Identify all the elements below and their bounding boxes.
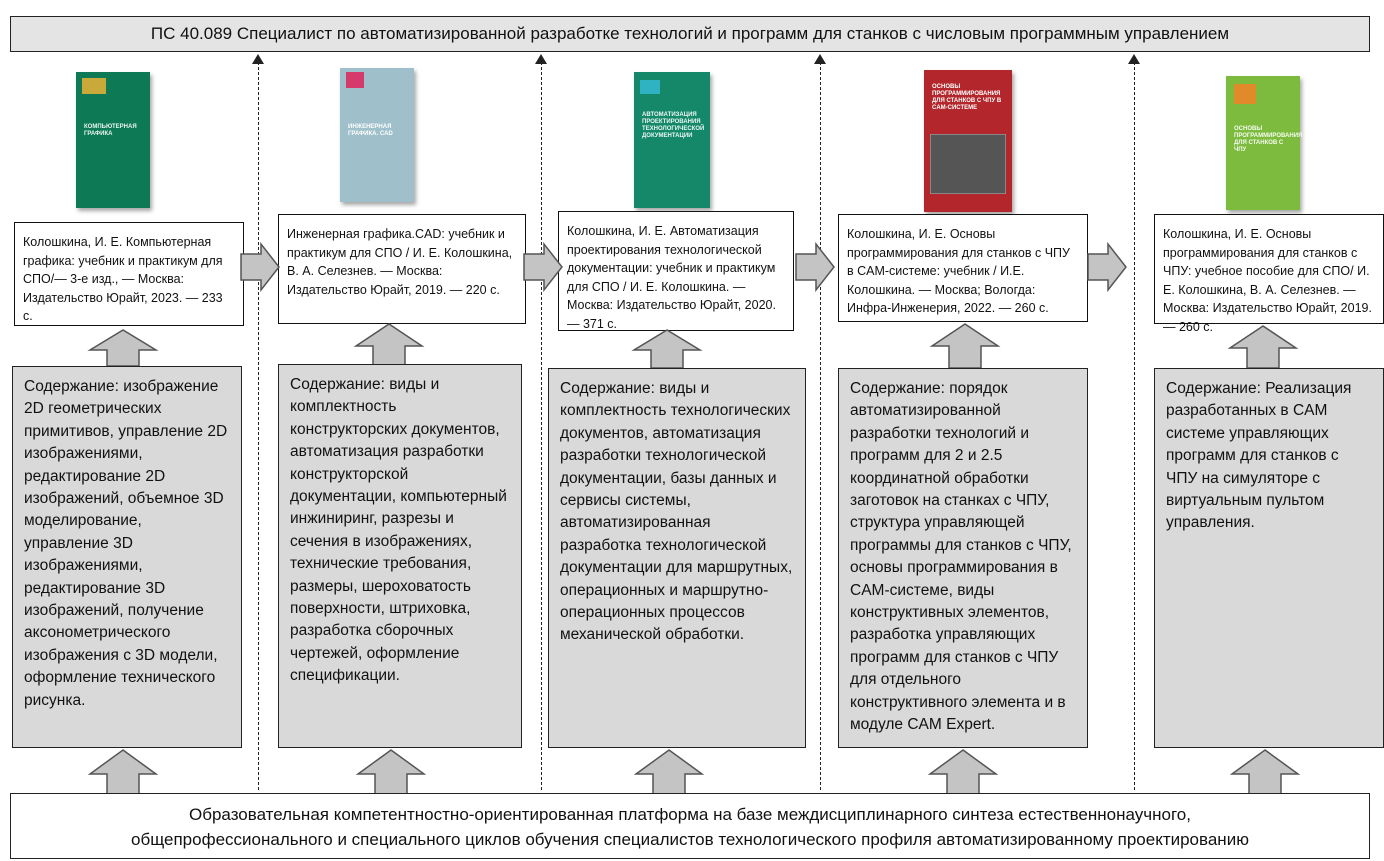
content-box-2: Содержание: виды и комплектность констру… <box>278 364 522 748</box>
content-text: Содержание: порядок автоматизированной р… <box>850 380 1072 734</box>
content-text: Содержание: виды и комплектность техноло… <box>560 380 793 644</box>
connector-arrowhead-3 <box>814 54 826 64</box>
up-arrow-content-5 <box>1227 325 1299 369</box>
citation-box-1: Колошкина, И. Е. Компьютерная графика: у… <box>14 222 244 326</box>
content-box-4: Содержание: порядок автоматизированной р… <box>838 368 1088 748</box>
book-cover-5: Основы программирования для станков с ЧП… <box>1226 76 1303 210</box>
up-arrow-platform-4 <box>927 749 999 795</box>
book-cover-accent <box>1234 84 1256 104</box>
book-cover-2: Инженерная графика. CAD <box>340 68 414 202</box>
up-arrow-content-1 <box>87 329 159 367</box>
connector-arrowhead-4 <box>1128 54 1140 64</box>
book-cover-accent <box>346 72 364 88</box>
bottom-banner: Образовательная компетентностно-ориентир… <box>10 793 1370 859</box>
up-arrow-content-3 <box>631 329 703 369</box>
connector-line-1 <box>258 62 259 790</box>
citation-text: Инженерная графика.CAD: учебник и практи… <box>287 227 513 297</box>
book-cover-3: Автоматизация проектирования технологиче… <box>634 72 710 208</box>
connector-line-2 <box>541 62 542 790</box>
up-arrow-platform-3 <box>633 749 705 795</box>
citation-box-3: Колошкина, И. Е. Автоматизация проектиро… <box>558 211 794 331</box>
citation-text: Колошкина, И. Е. Основы программирования… <box>847 227 1070 315</box>
connector-arrowhead-1 <box>252 54 264 64</box>
content-text: Содержание: изображение 2D геометрически… <box>24 378 228 709</box>
book-cover-title: Автоматизация проектирования технологиче… <box>642 112 705 139</box>
up-arrow-platform-5 <box>1229 749 1301 795</box>
content-box-5: Содержание: Реализация разработанных в C… <box>1154 368 1384 748</box>
up-arrow-platform-1 <box>87 749 159 795</box>
book-cover-accent <box>640 80 660 94</box>
up-arrow-content-2 <box>353 323 425 367</box>
connector-line-3 <box>820 62 821 790</box>
book-cover-title: Основы программирования для станков с ЧП… <box>1234 126 1303 153</box>
citation-text: Колошкина, И. Е. Автоматизация проектиро… <box>567 224 776 331</box>
book-cover-title: Основы программирования для станков с ЧП… <box>932 84 1002 111</box>
top-banner: ПС 40.089 Специалист по автоматизированн… <box>10 16 1370 52</box>
citation-box-5: Колошкина, И. Е. Основы программирования… <box>1154 214 1384 334</box>
up-arrow-content-4 <box>929 323 1001 369</box>
content-text: Содержание: виды и комплектность констру… <box>290 376 507 685</box>
bottom-banner-line-2: общепрофессионального и специального цик… <box>131 830 1249 849</box>
connector-line-4 <box>1134 62 1135 790</box>
book-cover-accent <box>82 78 106 94</box>
connector-arrowhead-2 <box>535 54 547 64</box>
book-cover-1: Компьютерная графика <box>76 72 150 208</box>
book-cover-accent <box>930 134 1006 194</box>
content-box-3: Содержание: виды и комплектность техноло… <box>548 368 806 748</box>
citation-box-2: Инженерная графика.CAD: учебник и практи… <box>278 214 526 324</box>
citation-box-4: Колошкина, И. Е. Основы программирования… <box>838 214 1088 322</box>
citation-text: Колошкина, И. Е. Компьютерная графика: у… <box>23 235 223 323</box>
content-box-1: Содержание: изображение 2D геометрически… <box>12 366 242 748</box>
right-arrow-3 <box>795 241 835 293</box>
book-cover-title: Инженерная графика. CAD <box>348 124 393 137</box>
content-text: Содержание: Реализация разработанных в C… <box>1166 380 1352 532</box>
right-arrow-2 <box>523 241 563 293</box>
book-cover-title: Компьютерная графика <box>84 124 137 137</box>
citation-text: Колошкина, И. Е. Основы программирования… <box>1163 227 1372 334</box>
book-cover-4: Основы программирования для станков с ЧП… <box>924 70 1012 212</box>
bottom-banner-line-1: Образовательная компетентностно-ориентир… <box>189 805 1191 824</box>
right-arrow-1 <box>240 241 280 293</box>
right-arrow-4 <box>1087 241 1127 293</box>
up-arrow-platform-2 <box>355 749 427 795</box>
